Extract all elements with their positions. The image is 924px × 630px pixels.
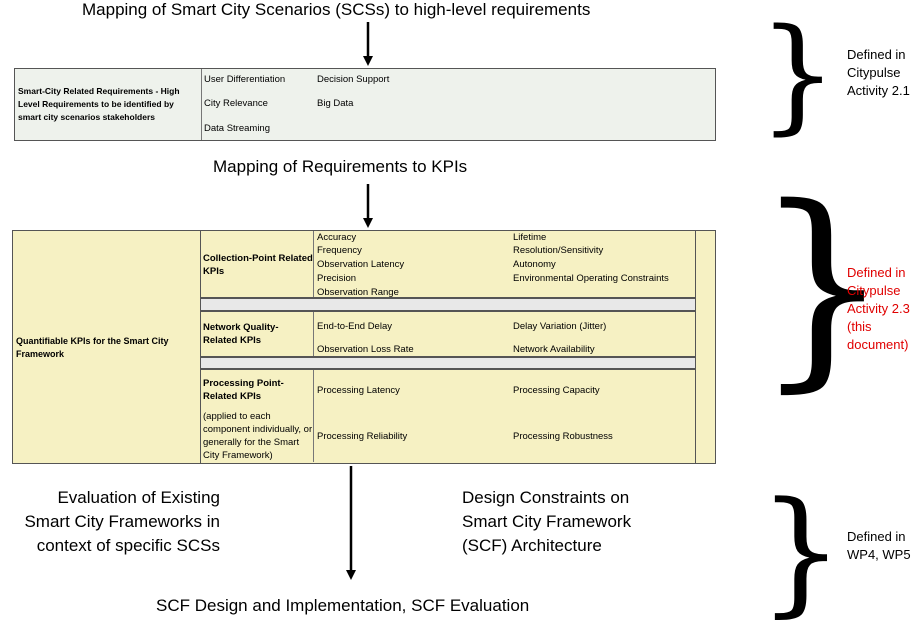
brace-activity-2-3: } <box>754 160 891 411</box>
processing-kpi-item: Processing Reliability <box>317 431 408 442</box>
section-gap <box>200 357 696 369</box>
collection-divider <box>313 231 314 297</box>
kpi-heading: Mapping of Requirements to KPIs <box>213 157 468 176</box>
collection-kpi-item: Observation Latency <box>317 259 405 270</box>
requirements-divider <box>201 69 202 140</box>
section-gap <box>200 298 696 311</box>
processing-kpi-item: Processing Latency <box>317 385 400 396</box>
collection-kpi-item: Autonomy <box>513 259 556 270</box>
collection-kpi-section <box>200 230 696 298</box>
processing-kpi-item: Processing Capacity <box>513 385 600 396</box>
side-note-wp4-wp5: Defined in WP4, WP5 <box>847 529 911 562</box>
network-kpi-item: Delay Variation (Jitter) <box>513 321 607 332</box>
network-kpi-item: End-to-End Delay <box>317 321 392 332</box>
processing-kpi-section <box>200 369 696 464</box>
collection-kpi-item: Accuracy <box>317 232 357 243</box>
side-note-activity-2-3: Defined in Citypulse Activity 2.3 (this … <box>847 265 910 352</box>
collection-kpi-item: Lifetime <box>513 232 547 243</box>
req-item: City Relevance <box>204 98 268 109</box>
kpi-label: Quantifiable KPIs for the Smart City Fra… <box>16 336 169 359</box>
top-heading: Mapping of Smart City Scenarios (SCSs) t… <box>82 0 591 19</box>
processing-divider <box>313 370 314 462</box>
req-item: Decision Support <box>317 74 390 85</box>
network-kpi-item: Observation Loss Rate <box>317 344 414 355</box>
collection-kpi-item: Precision <box>317 273 357 284</box>
network-kpi-item: Network Availability <box>513 344 595 355</box>
req-item: Big Data <box>317 98 354 109</box>
bottom-heading: SCF Design and Implementation, SCF Evalu… <box>156 596 530 615</box>
processing-note: (applied to each component individually,… <box>203 411 313 461</box>
requirements-box <box>14 68 716 141</box>
collection-kpi-item: Frequency <box>317 245 362 256</box>
processing-kpi-item: Processing Robustness <box>513 431 613 442</box>
collection-kpi-item: Environmental Operating Constraints <box>513 273 669 284</box>
network-divider <box>313 312 314 356</box>
requirements-label: Smart-City Related Requirements - High L… <box>18 86 180 122</box>
design-constraints-text: Design Constraints on Smart City Framewo… <box>462 488 632 555</box>
collection-title: Collection-Point Related KPIs <box>203 253 313 277</box>
network-kpi-section <box>200 311 696 357</box>
side-note-activity-2-1: Defined in Citypulse Activity 2.1 <box>847 47 910 98</box>
processing-title: Processing Point-Related KPIs <box>203 378 284 402</box>
collection-kpi-item: Resolution/Sensitivity <box>513 245 604 256</box>
collection-kpi-item: Observation Range <box>317 287 399 298</box>
network-title: Network Quality-Related KPIs <box>203 322 279 346</box>
req-item: Data Streaming <box>204 123 271 134</box>
evaluation-text: Evaluation of Existing Smart City Framew… <box>24 488 220 555</box>
brace-wp4-wp5: } <box>758 473 844 630</box>
brace-activity-2-1: } <box>758 2 838 147</box>
req-item: User Differentiation <box>204 74 286 85</box>
